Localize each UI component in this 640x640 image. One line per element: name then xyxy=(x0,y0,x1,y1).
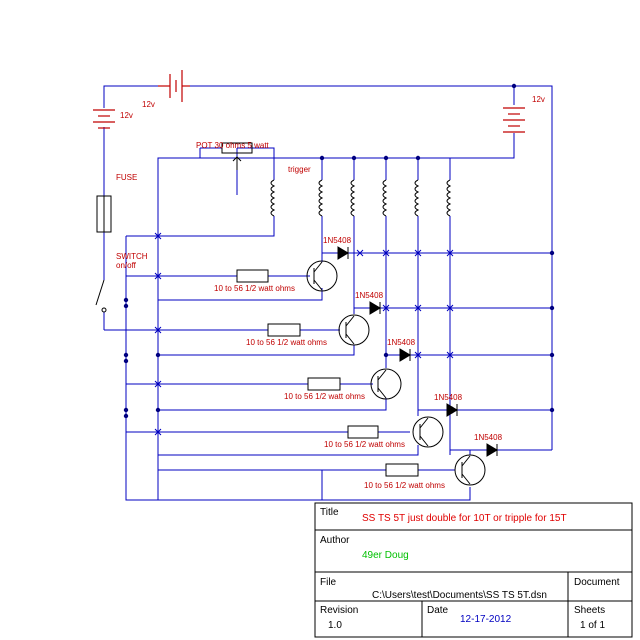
battery-left xyxy=(93,109,115,129)
diode-label-5: 1N5408 xyxy=(474,433,503,442)
resistor-label-4: 10 to 56 1/2 watt ohms xyxy=(324,440,405,449)
revision-value: 1.0 xyxy=(328,620,342,631)
fuse-label: FUSE xyxy=(116,173,137,182)
battery-right-label: 12v xyxy=(532,95,545,104)
diode-label-3: 1N5408 xyxy=(387,338,416,347)
battery-top xyxy=(158,70,190,102)
sheets-value: 1 of 1 xyxy=(580,620,605,631)
file-label: File xyxy=(320,577,337,588)
diode-label-2: 1N5408 xyxy=(355,291,384,300)
battery-top-label: 12v xyxy=(142,100,155,109)
title-label: Title xyxy=(320,507,339,518)
resistors xyxy=(236,269,419,477)
wires xyxy=(103,85,553,501)
diode-label-4: 1N5408 xyxy=(434,393,463,402)
junction-marks xyxy=(154,232,454,436)
coils xyxy=(270,179,452,217)
title-value: SS TS 5T just double for 10T or tripple … xyxy=(362,513,567,524)
resistor-label-2: 10 to 56 1/2 watt ohms xyxy=(246,338,327,347)
transistors xyxy=(306,260,486,486)
switch-state-label: on/off xyxy=(116,261,137,270)
diode-label-1: 1N5408 xyxy=(323,236,352,245)
switch-symbol xyxy=(95,279,107,313)
date-value: 12-17-2012 xyxy=(460,614,512,625)
document-label: Document xyxy=(574,577,620,588)
battery-left-label: 12v xyxy=(120,111,133,120)
pot-label: POT 30 ohms 5 watt xyxy=(196,141,270,150)
potentiometer xyxy=(221,142,253,170)
junction-dots xyxy=(123,83,555,419)
revision-label: Revision xyxy=(320,605,358,616)
battery-right xyxy=(503,107,525,133)
sheets-label: Sheets xyxy=(574,605,605,616)
title-block xyxy=(314,502,633,638)
file-value: C:\Users\test\Documents\SS TS 5T.dsn xyxy=(372,590,547,601)
resistor-label-5: 10 to 56 1/2 watt ohms xyxy=(364,481,445,490)
author-label: Author xyxy=(320,535,350,546)
resistor-label-1: 10 to 56 1/2 watt ohms xyxy=(214,284,295,293)
switch-label: SWITCH xyxy=(116,252,148,261)
resistor-label-3: 10 to 56 1/2 watt ohms xyxy=(284,392,365,401)
trigger-label: trigger xyxy=(288,165,311,174)
diodes xyxy=(337,246,498,457)
date-label: Date xyxy=(427,605,449,616)
author-value: 49er Doug xyxy=(362,550,409,561)
